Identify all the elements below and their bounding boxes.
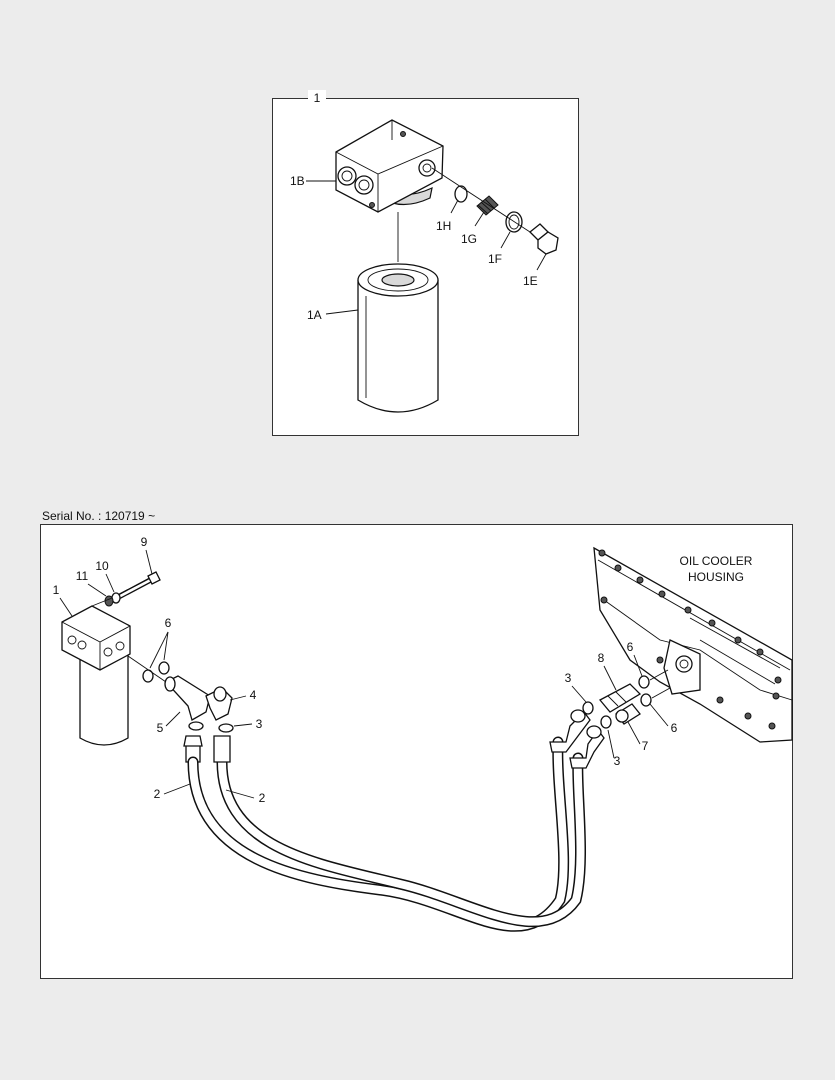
- fitting-8: [598, 683, 642, 713]
- hose-2a: [183, 735, 570, 932]
- o-ring-6b: [158, 661, 170, 675]
- hose-end-fittings: [549, 709, 605, 769]
- label-4: 4: [250, 688, 257, 702]
- label-1E: 1E: [523, 274, 538, 288]
- label-9: 9: [141, 535, 148, 549]
- remote-filter-assembly: [61, 605, 131, 746]
- bolt-9: [115, 571, 161, 601]
- label-6-left: 6: [165, 616, 172, 630]
- label-3-upper: 3: [565, 671, 572, 685]
- elbow-fitting-4: [205, 686, 233, 721]
- o-ring-3d: [600, 715, 612, 729]
- plug-1E: [529, 223, 559, 255]
- filter-element-1A: [357, 263, 439, 413]
- label-11: 11: [76, 569, 89, 583]
- label-1F: 1F: [488, 252, 502, 266]
- label-1: 1: [53, 583, 60, 597]
- label-1B: 1B: [290, 174, 305, 188]
- o-ring-3b: [218, 723, 234, 733]
- housing-label-line1: OIL COOLER: [680, 554, 753, 568]
- o-ring-3c: [582, 701, 594, 715]
- oil-cooler-housing: [593, 546, 793, 743]
- fitting-5: [164, 675, 211, 721]
- label-2-right: 2: [259, 791, 266, 805]
- filter-head-1B: [335, 119, 444, 213]
- label-1-top: 1: [314, 91, 321, 105]
- hose-2b: [213, 735, 586, 928]
- label-3-left: 3: [256, 717, 263, 731]
- label-7: 7: [642, 739, 649, 753]
- label-1A: 1A: [307, 308, 322, 322]
- label-1H: 1H: [436, 219, 451, 233]
- fitting-7: [615, 703, 641, 725]
- label-3-lower: 3: [614, 754, 621, 768]
- label-5: 5: [157, 721, 164, 735]
- spring-1G: [476, 195, 499, 216]
- o-ring-6d: [640, 693, 652, 707]
- housing-label-line2: HOUSING: [688, 570, 744, 584]
- assembly-callout: 1: [308, 90, 326, 106]
- label-10: 10: [95, 559, 109, 573]
- label-8: 8: [598, 651, 605, 665]
- serial-number-label: Serial No. : 120719 ~: [42, 509, 156, 523]
- label-6-upper: 6: [627, 640, 634, 654]
- o-ring-1H: [454, 185, 468, 203]
- o-ring-6c: [638, 675, 650, 689]
- o-ring-3a: [188, 721, 204, 731]
- label-6-lower: 6: [671, 721, 678, 735]
- label-1G: 1G: [461, 232, 477, 246]
- washer-11: [104, 595, 114, 607]
- label-2-left: 2: [154, 787, 161, 801]
